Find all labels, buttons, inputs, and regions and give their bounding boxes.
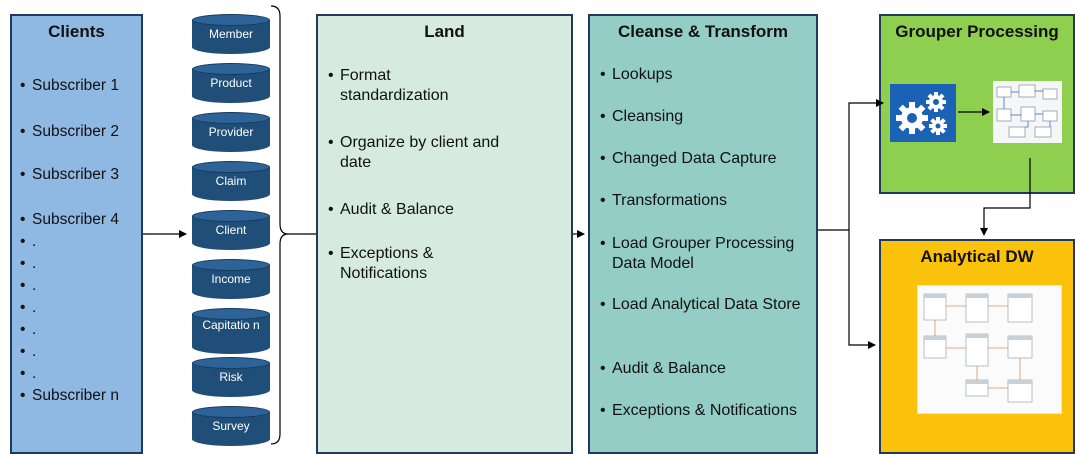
database-label: Risk bbox=[219, 370, 243, 384]
land-title: Land bbox=[424, 22, 465, 41]
database-label: Provider bbox=[208, 125, 254, 139]
database-risk: Risk bbox=[192, 357, 270, 397]
database-income: Income bbox=[192, 259, 270, 299]
er-diagram-icon bbox=[917, 285, 1062, 414]
database-provider: Provider bbox=[192, 112, 270, 152]
land-item: Audit & Balance bbox=[328, 200, 500, 220]
cleanse-to-grouper-arrow bbox=[848, 99, 884, 230]
database-claim: Claim bbox=[192, 161, 270, 201]
cleanse-item: Transformations bbox=[600, 191, 812, 211]
analytical-title: Analytical DW bbox=[920, 247, 1034, 266]
cleanse-transform-box: Cleanse & Transform Lookups Cleansing Ch… bbox=[588, 14, 818, 454]
cleanse-item: Changed Data Capture bbox=[600, 149, 812, 169]
cleanse-to-analytical-arrow bbox=[848, 230, 876, 349]
clients-box: Clients Subscriber 1 Subscriber 2 Subscr… bbox=[10, 14, 143, 454]
database-label: Client bbox=[215, 223, 247, 237]
client-item: Subscriber 3 bbox=[20, 165, 119, 185]
client-item: Subscriber n bbox=[20, 386, 119, 406]
gears-icon bbox=[890, 84, 956, 142]
database-capitation: Capitatio n bbox=[192, 308, 270, 354]
cleanse-item: Audit & Balance bbox=[600, 359, 812, 379]
client-item: . bbox=[20, 364, 36, 384]
database-product: Product bbox=[192, 63, 270, 103]
database-label: Income bbox=[211, 272, 251, 286]
client-item: Subscriber 1 bbox=[20, 76, 119, 96]
grouper-to-analytical-arrow bbox=[980, 158, 1031, 236]
client-item: . bbox=[20, 320, 36, 340]
cleanse-item: Load Grouper Processing Data Model bbox=[600, 234, 812, 274]
land-item: Organize by client and date bbox=[328, 133, 500, 173]
land-box: Land Format standardization Organize by … bbox=[316, 14, 573, 454]
land-item: Exceptions & Notifications bbox=[328, 244, 500, 284]
client-item: . bbox=[20, 232, 36, 252]
cleanse-item: Cleansing bbox=[600, 107, 812, 127]
database-client: Client bbox=[192, 210, 270, 250]
database-label: Capitatio n bbox=[202, 318, 260, 332]
grouper-title: Grouper Processing bbox=[895, 22, 1059, 41]
database-label: Member bbox=[208, 27, 253, 41]
client-item: . bbox=[20, 342, 36, 362]
client-item: . bbox=[20, 276, 36, 296]
cleanse-title: Cleanse & Transform bbox=[617, 22, 789, 41]
database-label: Survey bbox=[212, 419, 250, 433]
database-brace bbox=[270, 5, 289, 445]
process-diagram-icon bbox=[993, 81, 1062, 143]
client-item: . bbox=[20, 298, 36, 318]
clients-title: Clients bbox=[48, 22, 105, 41]
client-item: . bbox=[20, 254, 36, 274]
client-item: Subscriber 2 bbox=[20, 122, 119, 142]
cleanse-item: Exceptions & Notifications bbox=[600, 401, 812, 421]
database-label: Claim bbox=[215, 174, 247, 188]
database-survey: Survey bbox=[192, 406, 270, 446]
cleanse-item: Load Analytical Data Store bbox=[600, 295, 812, 315]
client-item: Subscriber 4 bbox=[20, 210, 119, 230]
database-label: Product bbox=[210, 76, 252, 90]
land-item: Format standardization bbox=[328, 66, 500, 106]
database-member: Member bbox=[192, 14, 270, 54]
cleanse-item: Lookups bbox=[600, 65, 812, 85]
